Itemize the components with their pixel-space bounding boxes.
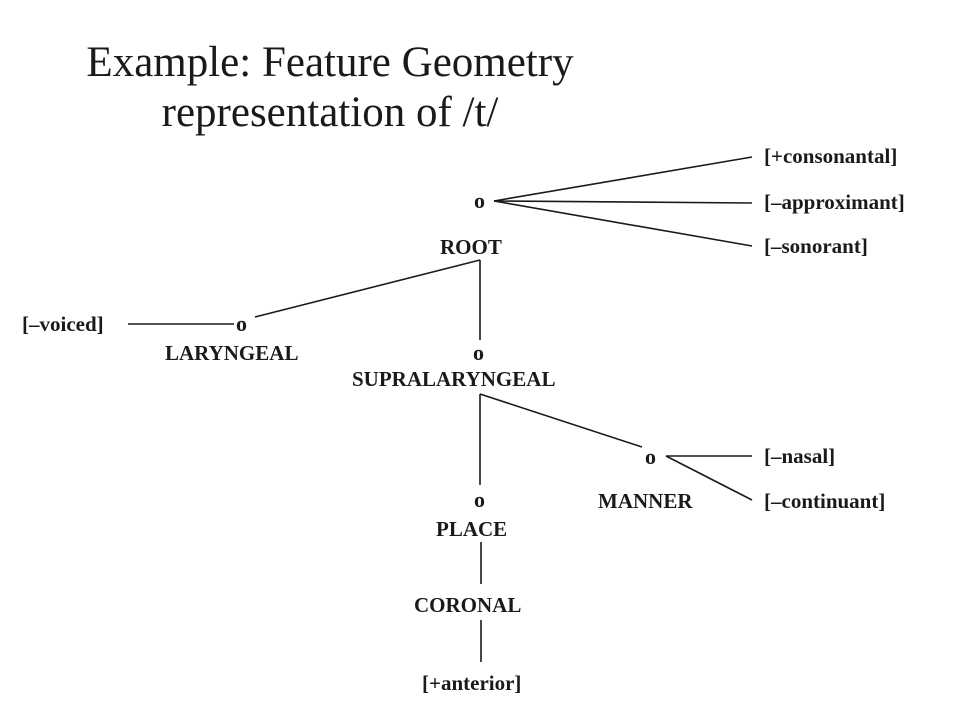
coronal-node-label: CORONAL — [414, 593, 521, 617]
laryngeal-node-marker: o — [236, 311, 247, 336]
root-node-label: ROOT — [440, 235, 502, 259]
edge-root-sonorant — [493, 200, 753, 247]
feature-nasal: [–nasal] — [764, 444, 835, 468]
place-node-marker: o — [474, 487, 485, 512]
edge-root-consonantal — [493, 156, 753, 202]
feature-sonorant: [–sonorant] — [764, 234, 868, 258]
edge-supralaryngeal-manner — [479, 393, 643, 448]
edge-root-laryngeal — [254, 259, 481, 318]
slide-title: Example: Feature Geometry representation… — [0, 38, 660, 138]
supralaryngeal-node-label: SUPRALARYNGEAL — [352, 367, 555, 391]
root-node-marker: o — [474, 188, 485, 213]
feature-anterior: [+anterior] — [422, 671, 521, 695]
tree-edges — [128, 156, 753, 662]
feature-consonantal: [+consonantal] — [764, 144, 897, 168]
place-node-label: PLACE — [436, 517, 507, 541]
edge-root-approximant — [493, 200, 753, 204]
edge-manner-continuant — [665, 455, 753, 501]
manner-node-label: MANNER — [598, 489, 693, 513]
supralaryngeal-node-marker: o — [473, 340, 484, 365]
title-line-2: representation of /t/ — [161, 89, 499, 136]
feature-voiced: [–voiced] — [22, 312, 104, 336]
title-line-1: Example: Feature Geometry — [86, 39, 574, 86]
manner-node-marker: o — [645, 444, 656, 469]
feature-approximant: [–approximant] — [764, 190, 905, 214]
laryngeal-node-label: LARYNGEAL — [165, 341, 298, 365]
feature-continuant: [–continuant] — [764, 489, 885, 513]
